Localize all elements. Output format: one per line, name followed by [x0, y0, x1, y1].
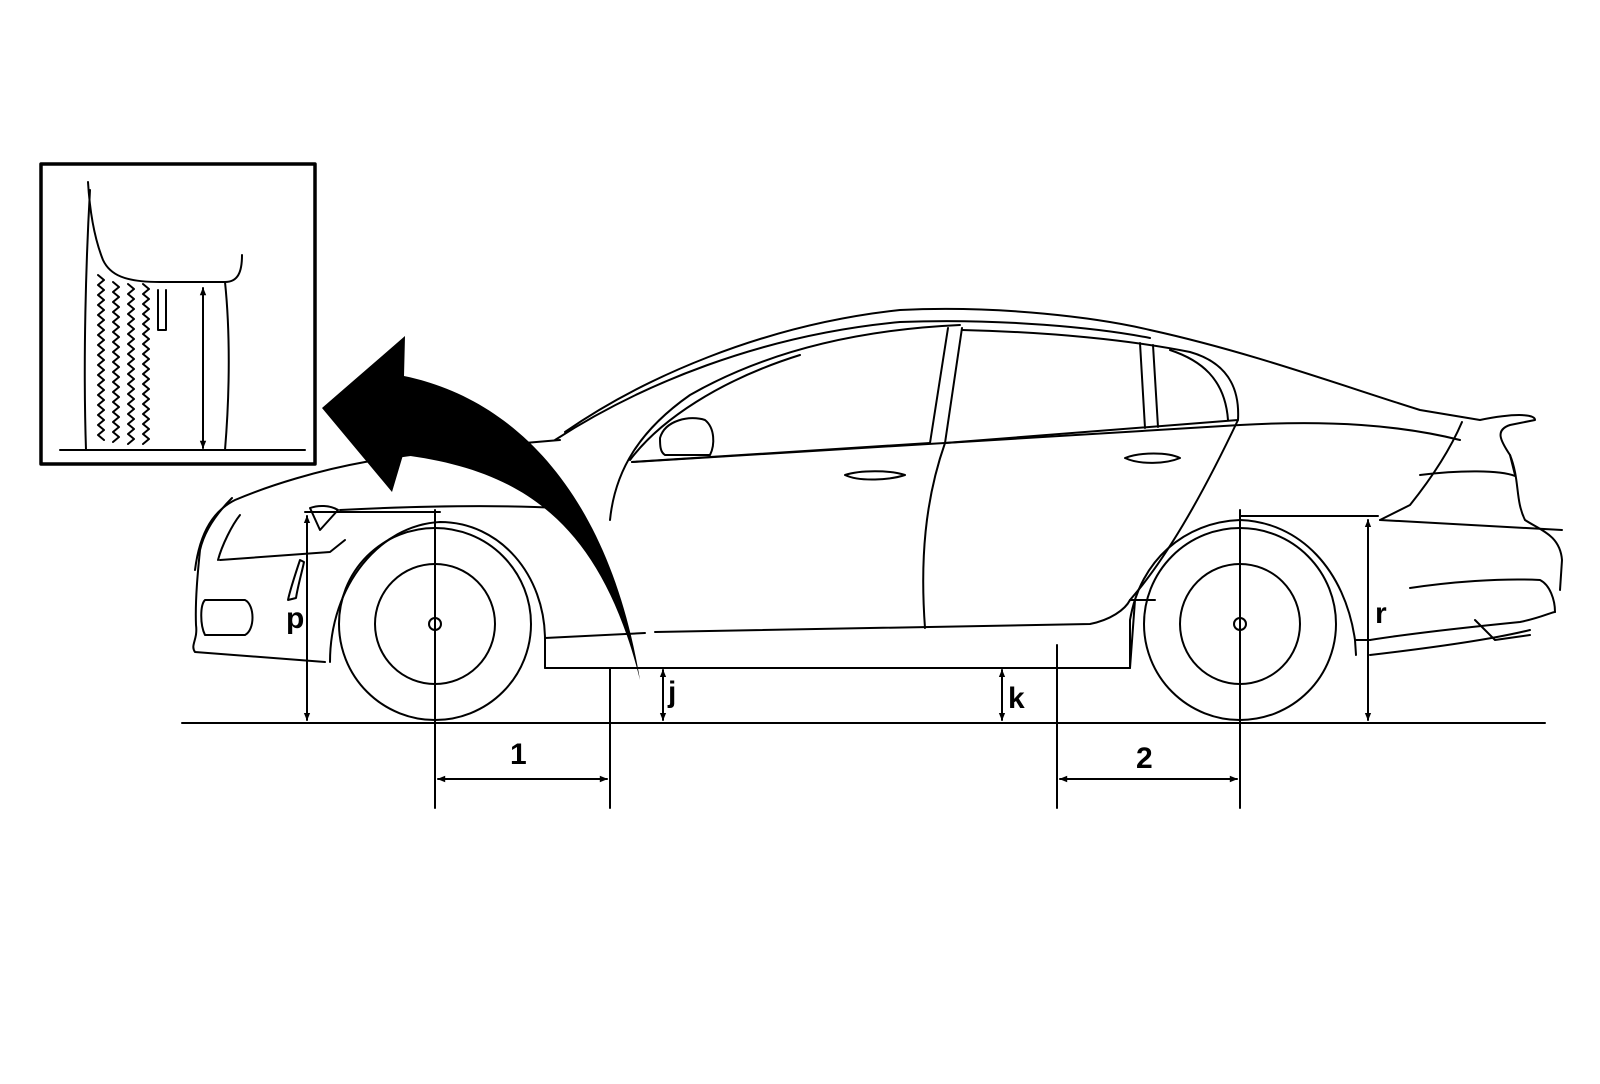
label-rear-overhang: 2 — [1136, 742, 1153, 775]
label-j: j — [667, 676, 676, 709]
label-k: k — [1008, 682, 1025, 715]
curved-arrow-icon — [322, 336, 640, 680]
car-outline — [192, 307, 1563, 669]
label-front-overhang: 1 — [510, 738, 527, 771]
label-p: p — [286, 602, 304, 635]
label-r: r — [1375, 597, 1387, 630]
tire-tread-detail-icon — [39, 162, 317, 466]
